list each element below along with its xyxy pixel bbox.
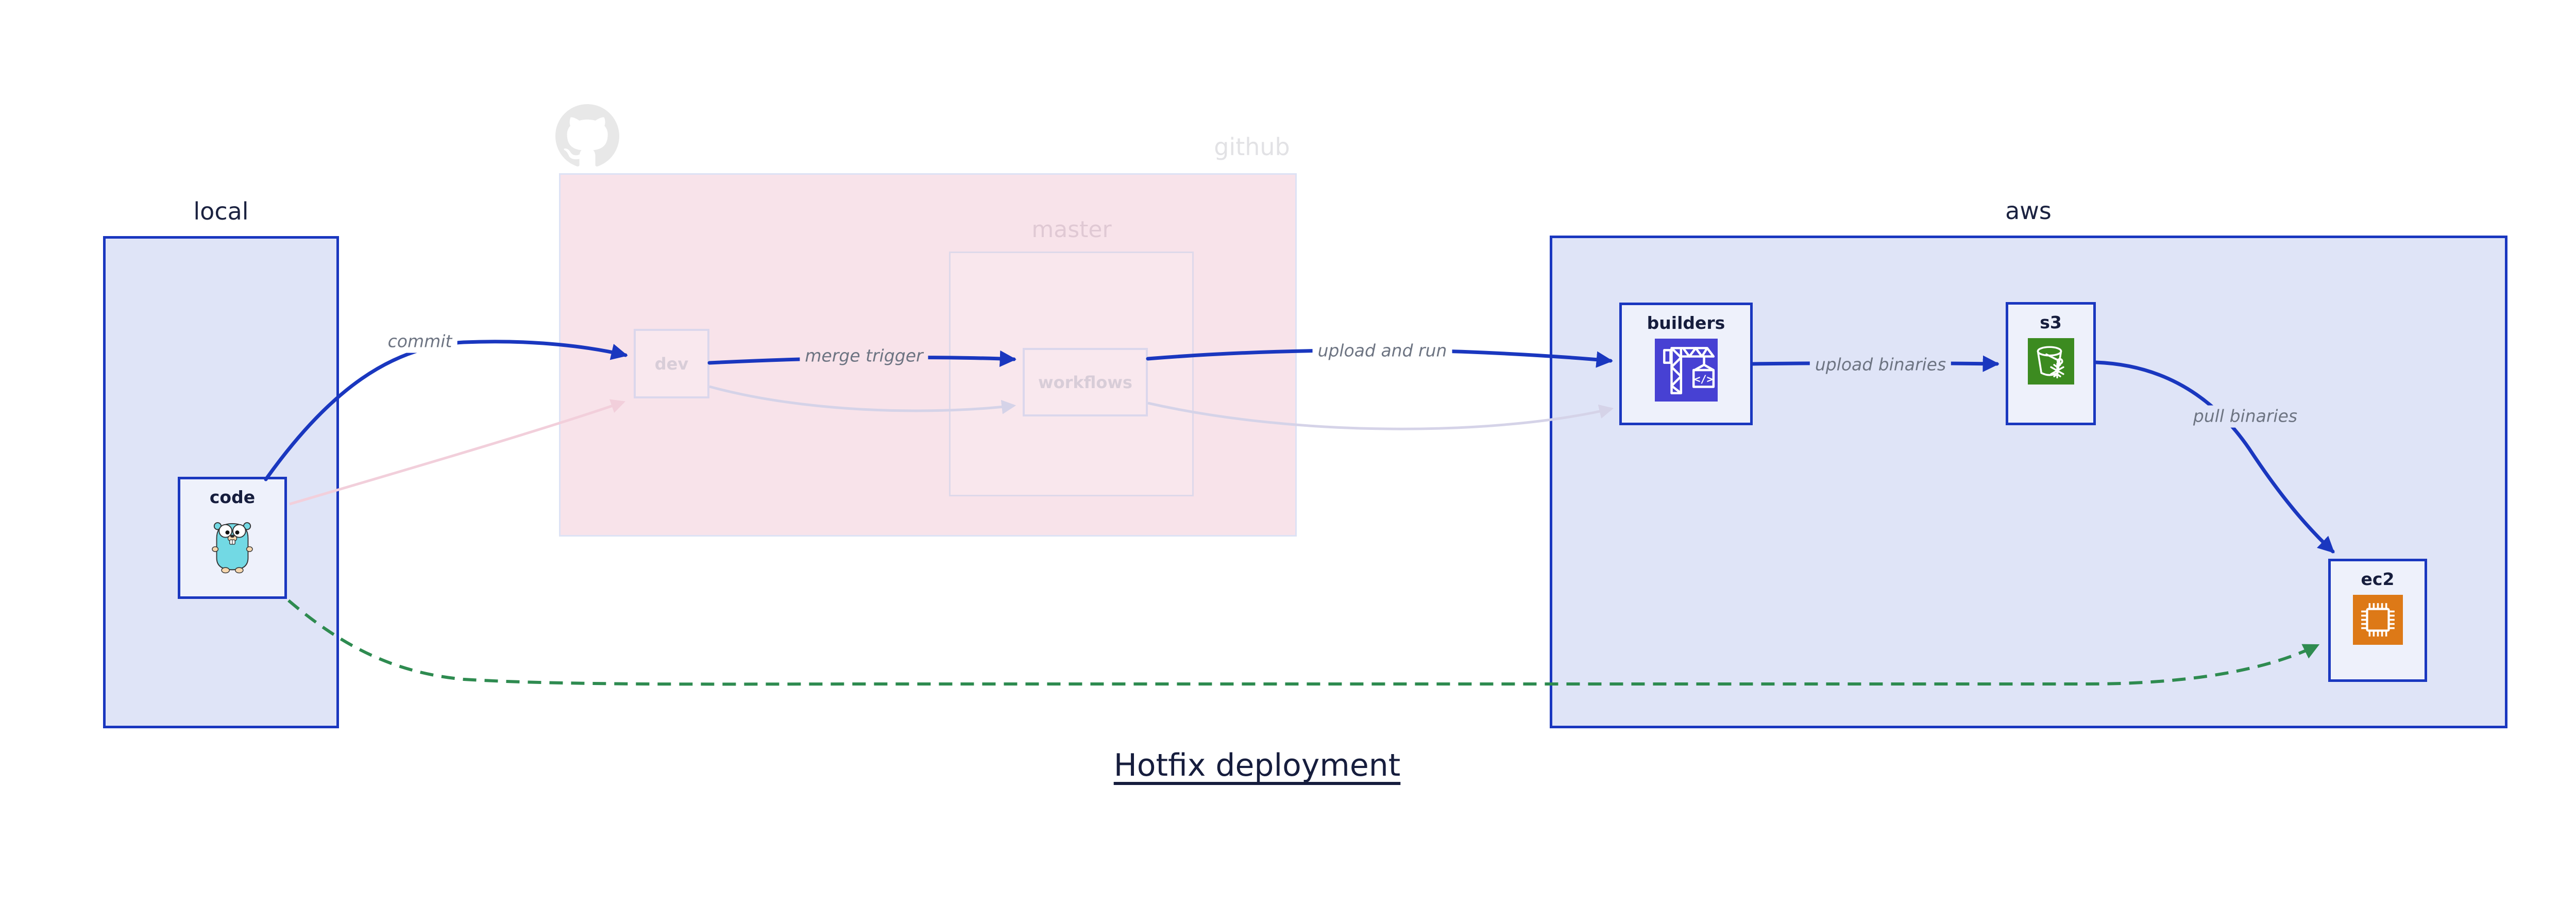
node-builders-label: builders — [1647, 313, 1725, 333]
svg-text:</>: </> — [1694, 373, 1713, 385]
master-branch-label: master — [1031, 216, 1112, 243]
octocat-icon — [555, 104, 619, 168]
edge-label-upload-binaries: upload binaries — [1809, 354, 1952, 376]
edge-label-commit: commit — [382, 330, 457, 353]
edge-label-pull-binaries: pull binaries — [2188, 405, 2303, 428]
node-dev: dev — [634, 329, 709, 398]
diagram-title: Hotfix deployment — [1113, 747, 1401, 783]
node-code-label: code — [209, 487, 256, 507]
node-s3: s3 — [2006, 302, 2096, 425]
node-workflows-label: workflows — [1038, 372, 1132, 392]
github-group-label: github — [1214, 133, 1290, 161]
node-workflows: workflows — [1023, 348, 1148, 416]
cpu-chip-icon — [2352, 595, 2403, 645]
glacier-bucket-icon — [2027, 338, 2074, 385]
node-ec2: ec2 — [2328, 559, 2427, 682]
node-builders: builders </> — [1619, 303, 1753, 425]
edge-label-upload-and-run: upload and run — [1312, 340, 1452, 362]
aws-group-label: aws — [2005, 197, 2052, 225]
gopher-icon — [208, 513, 257, 574]
node-ec2-label: ec2 — [2361, 569, 2395, 589]
crane-icon: </> — [1654, 339, 1718, 402]
node-dev-label: dev — [654, 354, 689, 374]
node-s3-label: s3 — [2040, 312, 2062, 332]
node-code: code — [178, 477, 287, 599]
edge-label-merge-trigger: merge trigger — [800, 345, 928, 368]
local-group-label: local — [193, 197, 249, 225]
